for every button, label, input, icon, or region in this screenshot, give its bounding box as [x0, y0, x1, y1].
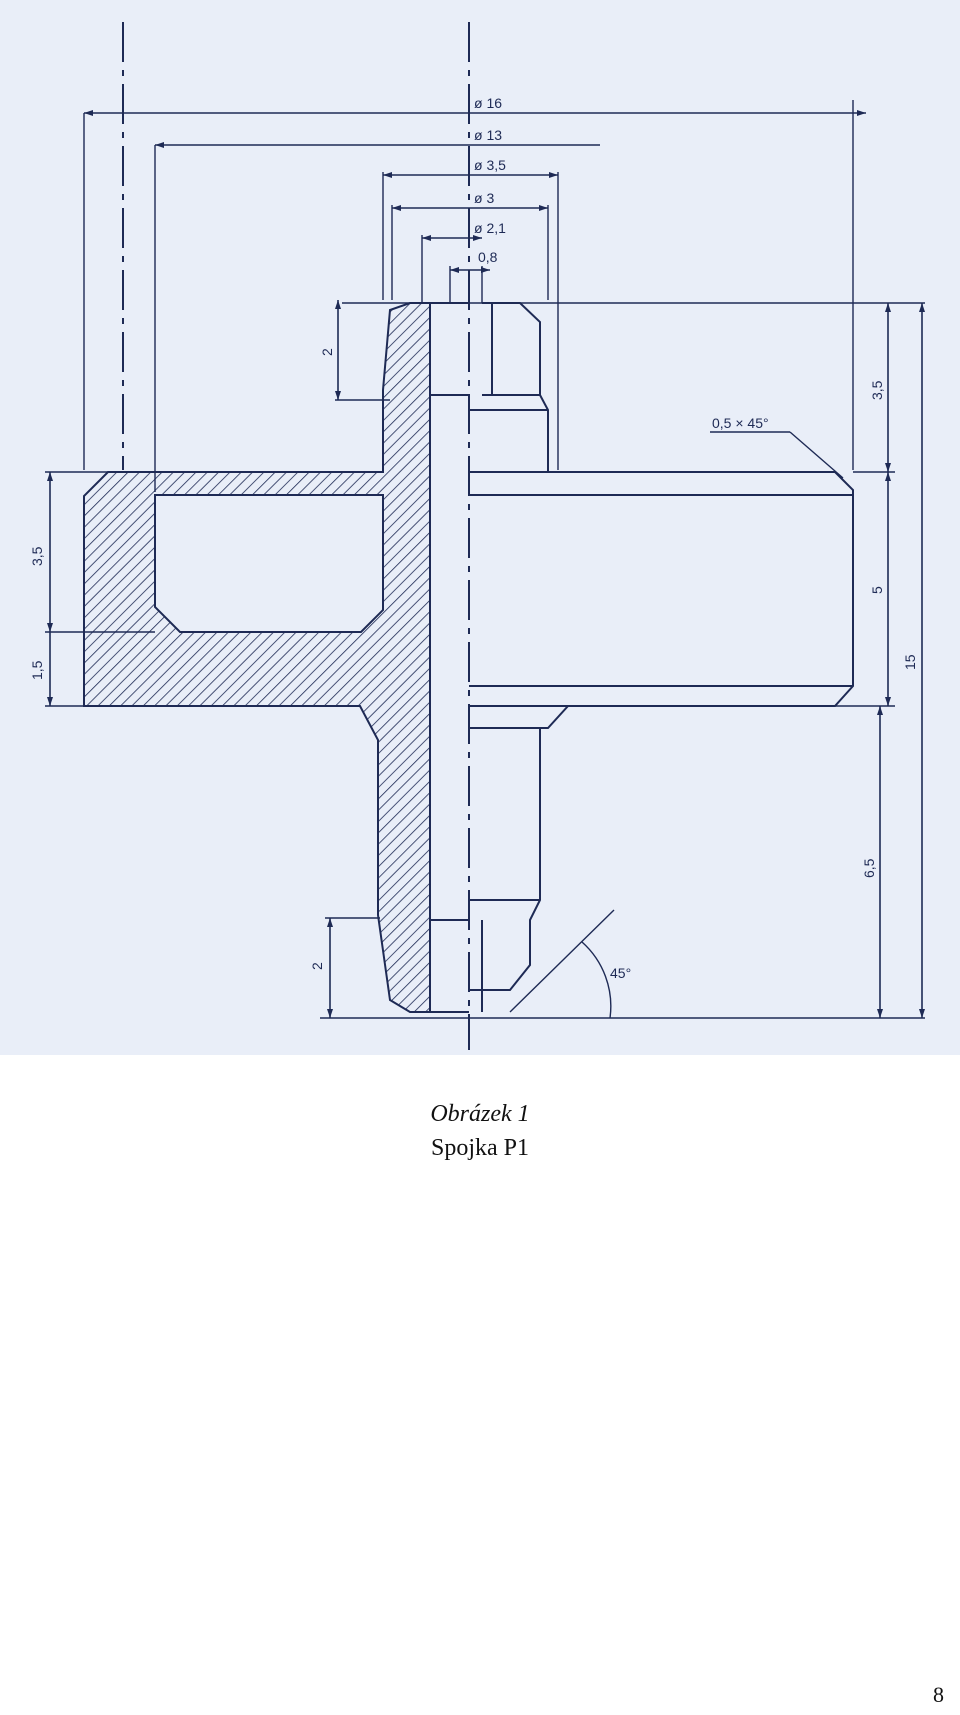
- height-dimensions: [45, 300, 925, 1019]
- dim-height-5: 5: [869, 586, 885, 594]
- dim-height-3-5-right: 3,5: [869, 380, 885, 400]
- dim-diameter-13: ø 13: [474, 127, 502, 143]
- hatched-section: [83, 302, 431, 1013]
- dim-diameter-3: ø 3: [474, 190, 494, 206]
- figure-caption: Obrázek 1 Spojka P1: [0, 1098, 960, 1166]
- coupling-drawing-svg: ø 16 ø 13 ø 3,5 ø 3 ø 2,1 0,8 0,5 × 45° …: [29, 22, 925, 1050]
- dim-diameter-2-1: ø 2,1: [474, 220, 506, 236]
- dim-width-0-8: 0,8: [478, 249, 498, 265]
- upper-hub-outline: [469, 302, 549, 472]
- dim-height-1-5: 1,5: [29, 660, 45, 680]
- dim-angle-45: 45°: [610, 965, 631, 981]
- chamfer-and-angle: [509, 431, 844, 1019]
- figure-label: Obrázek 1: [430, 1101, 530, 1127]
- dim-height-3-5-left: 3,5: [29, 546, 45, 566]
- dim-height-6-5: 6,5: [861, 858, 877, 878]
- dim-height-15: 15: [902, 654, 918, 670]
- technical-drawing: ø 16 ø 13 ø 3,5 ø 3 ø 2,1 0,8 0,5 × 45° …: [0, 0, 960, 1055]
- body-right-outline: [469, 471, 854, 707]
- figure-title: Spojka P1: [430, 1135, 529, 1161]
- dim-diameter-16: ø 16: [474, 95, 502, 111]
- dim-height-2-top: 2: [319, 348, 335, 356]
- dim-chamfer: 0,5 × 45°: [712, 415, 769, 431]
- lower-hub-outline: [469, 705, 571, 1012]
- page-number: 8: [933, 1682, 944, 1707]
- diameter-dimensions: [83, 100, 866, 492]
- dim-height-2-bottom: 2: [309, 962, 325, 970]
- dim-diameter-3-5: ø 3,5: [474, 157, 506, 173]
- bore-outline: [430, 302, 469, 1013]
